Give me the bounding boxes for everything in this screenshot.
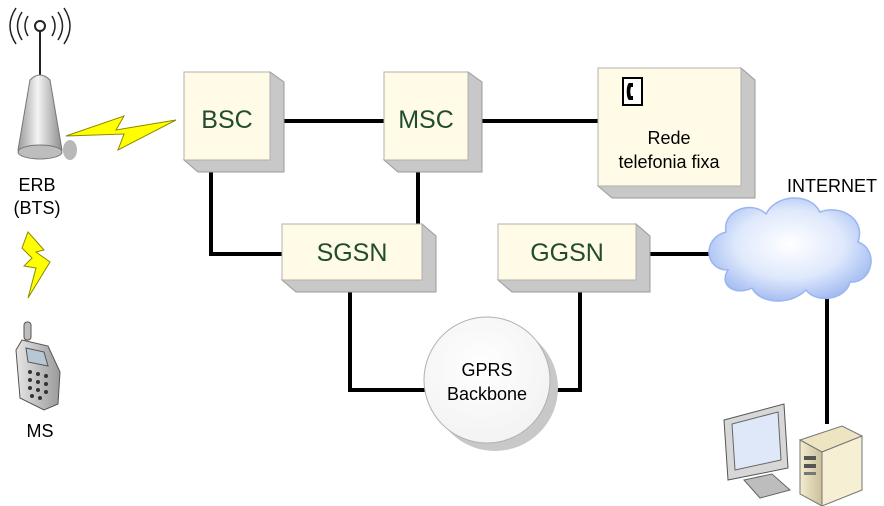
antenna-tower-icon	[9, 7, 77, 160]
telephone-icon	[622, 77, 643, 106]
gprs-label-line2: Backbone	[447, 384, 527, 404]
ggsn-label: GGSN	[530, 239, 604, 267]
lightning-icon	[65, 115, 177, 152]
internet-label: INTERNET	[787, 176, 877, 196]
computer-icon	[723, 403, 864, 506]
cloud-icon	[708, 197, 872, 302]
sgsn-node: SGSN	[280, 222, 437, 293]
ms-label: MS	[27, 421, 54, 441]
mobile-phone-icon	[15, 321, 61, 411]
sgsn-label: SGSN	[317, 239, 388, 267]
link-sgsn-gprs	[348, 280, 427, 392]
lightning-icon	[21, 231, 51, 299]
msc-node: MSC	[382, 71, 483, 173]
rede-label-line1: Rede	[647, 128, 690, 148]
gprs-backbone-node: GPRS Backbone	[423, 316, 558, 451]
rede-telefonia-node: Rede telefonia fixa	[596, 66, 756, 199]
erb-label-line1: ERB	[18, 175, 55, 195]
bsc-node: BSC	[182, 71, 285, 173]
erb-label-line2: (BTS)	[14, 198, 61, 218]
rede-label-line2: telefonia fixa	[618, 152, 720, 172]
link-ggsn-gprs	[548, 280, 582, 392]
bsc-label: BSC	[201, 106, 252, 134]
link-bsc-sgsn	[209, 170, 284, 256]
gprs-label-line1: GPRS	[461, 360, 512, 380]
connections	[209, 119, 829, 424]
ggsn-node: GGSN	[496, 222, 651, 293]
msc-label: MSC	[398, 106, 454, 134]
